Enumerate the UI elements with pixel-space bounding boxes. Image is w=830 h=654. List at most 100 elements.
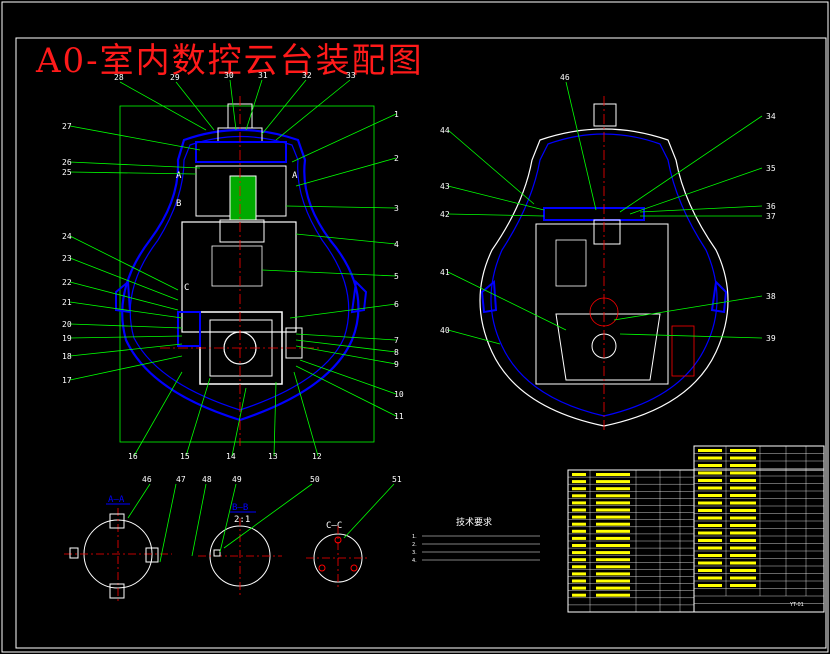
section-aa-block-top [109,513,125,529]
parts-text-mark [572,480,586,484]
tech-req-heading: 技术要求 [456,516,492,528]
front-left-leader-23 [69,257,179,301]
side-top-leader-46 [565,81,597,211]
front-right-leader-5 [261,269,397,277]
parts-text-mark [596,480,630,484]
parts-text-mark [572,586,586,590]
title-text-mark [730,584,756,587]
section-bb-leader-50 [223,483,313,549]
front-bottom-callout-14: 14 [226,452,236,461]
front-left-leader-19 [69,335,183,339]
front-top-leader-30 [229,79,237,131]
side-motor [555,239,587,287]
front-bottom-callout-12: 12 [312,452,322,461]
title-text-mark [698,531,722,535]
front-right-lug [350,279,368,314]
title-text-mark [730,501,756,505]
front-bottom-leader-15 [185,377,211,457]
section-cc-hole-left [318,564,326,572]
front-right-callout-6: 6 [394,300,399,309]
title-text-mark [730,546,756,550]
front-right-callout-2: 2 [394,154,399,163]
parts-text-mark [572,579,586,583]
title-text-mark [730,456,756,460]
side-right-bracket [671,325,695,377]
title-text-mark [698,479,722,482]
front-right-callout-4: 4 [394,240,399,249]
front-bearing [229,175,257,221]
front-top-callout-30: 30 [224,71,234,80]
side-coupling [593,219,621,245]
title-text-mark [698,464,722,467]
front-coupling [219,219,265,243]
section-bb-callout-47: 47 [176,475,186,484]
parts-text-mark [596,572,630,576]
side-right-leader-34 [619,115,763,213]
drawing-title: A0-室内数控云台装配图 [35,41,424,81]
parts-text-mark [572,522,586,526]
front-motor [211,245,263,287]
parts-text-mark [596,494,630,498]
section-mark-a-left: A [176,171,182,181]
front-left-lug [115,279,132,314]
side-left-leader-43 [447,185,545,211]
front-left-callout-21: 21 [62,298,72,307]
section-cc: C—C 51 [306,475,402,590]
title-text-mark [730,531,756,535]
parts-text-mark [596,515,630,519]
front-bottom-callout-15: 15 [180,452,190,461]
front-right-callout-5: 5 [394,272,399,281]
parts-text-mark [572,494,586,498]
parts-text-mark [596,544,630,547]
front-right-callout-9: 9 [394,360,399,369]
side-right-leader-38 [613,295,763,321]
parts-text-mark [572,473,586,476]
side-left-callout-41: 41 [440,268,450,277]
side-mount-plate [543,207,645,221]
section-aa-block-bottom [109,583,125,599]
title-text-mark [698,501,722,505]
parts-text-mark [596,508,630,512]
side-top-callout-46: 46 [560,73,570,82]
parts-text-mark [572,529,586,533]
section-cc-leader [343,483,395,539]
title-text-mark [698,539,722,542]
section-aa: A—A 46 [64,475,172,602]
side-right-callout-38: 38 [766,292,776,301]
title-text-mark [698,449,722,452]
parts-text-mark [596,501,630,505]
front-left-callout-20: 20 [62,320,72,329]
parts-text-mark [572,536,586,540]
title-text-mark [730,479,756,482]
side-left-callout-42: 42 [440,210,450,219]
front-left-callout-19: 19 [62,334,72,343]
parts-text-mark [596,473,630,476]
front-left-clamp [177,311,201,347]
section-cc-hole-right [350,564,358,572]
side-left-leader-41 [447,271,567,331]
side-left-callout-43: 43 [440,182,450,191]
side-left-leader-44 [447,129,535,205]
title-text-mark [730,486,756,490]
front-top-leader-28 [119,81,207,131]
section-bb-leader-48 [191,483,207,557]
front-housing-outline [121,128,360,422]
front-right-leader-2 [295,157,397,187]
parts-text-mark [596,579,630,583]
front-left-callout-26: 26 [62,158,72,167]
front-left-leader-25 [69,171,197,175]
title-block-frame [693,445,825,613]
parts-text-mark [596,586,630,590]
tech-req-item: 3. [412,550,417,556]
front-left-callout-24: 24 [62,232,72,241]
side-inner-frame [535,223,669,385]
parts-text-mark [572,515,586,519]
front-right-callout-10: 10 [394,390,404,399]
section-mark-b: B [176,199,181,209]
side-right-callout-34: 34 [766,112,776,121]
title-text-mark [698,569,722,572]
front-left-leader-21 [69,301,183,319]
title-text-mark [730,576,756,580]
